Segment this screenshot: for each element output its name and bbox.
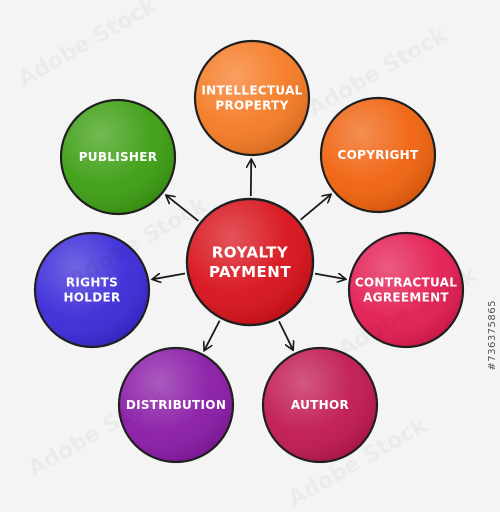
arrow-rights-holder [153, 274, 185, 280]
node-publisher: PUBLISHER [61, 100, 175, 214]
arrow-contractual-agreement [315, 274, 345, 279]
node-label-intellectual-property: INTELLECTUAL [201, 84, 302, 98]
node-label-intellectual-property: PROPERTY [215, 99, 288, 113]
stock-id-label: #736375865 [487, 300, 498, 371]
node-copyright: COPYRIGHT [321, 98, 435, 212]
central-node: ROYALTY PAYMENT [187, 199, 313, 325]
node-label-rights-holder: RIGHTS [66, 276, 118, 290]
arrow-publisher [167, 196, 199, 221]
central-node-label: PAYMENT [209, 263, 291, 281]
arrow-author [279, 321, 293, 349]
node-label-rights-holder: HOLDER [63, 291, 120, 305]
arrow-copyright [301, 195, 331, 220]
node-label-contractual-agreement: AGREEMENT [363, 291, 449, 305]
central-node-label: ROYALTY [212, 243, 289, 261]
arrow-distribution [204, 321, 219, 350]
center-layer: ROYALTY PAYMENT [187, 199, 313, 325]
node-label-distribution: DISTRIBUTION [126, 398, 226, 412]
node-label-contractual-agreement: CONTRACTUAL [355, 276, 457, 290]
node-distribution: DISTRIBUTION [119, 348, 233, 462]
node-label-author: AUTHOR [291, 398, 349, 412]
node-label-publisher: PUBLISHER [79, 150, 158, 164]
node-author: AUTHOR [263, 348, 377, 462]
node-label-copyright: COPYRIGHT [338, 148, 419, 162]
